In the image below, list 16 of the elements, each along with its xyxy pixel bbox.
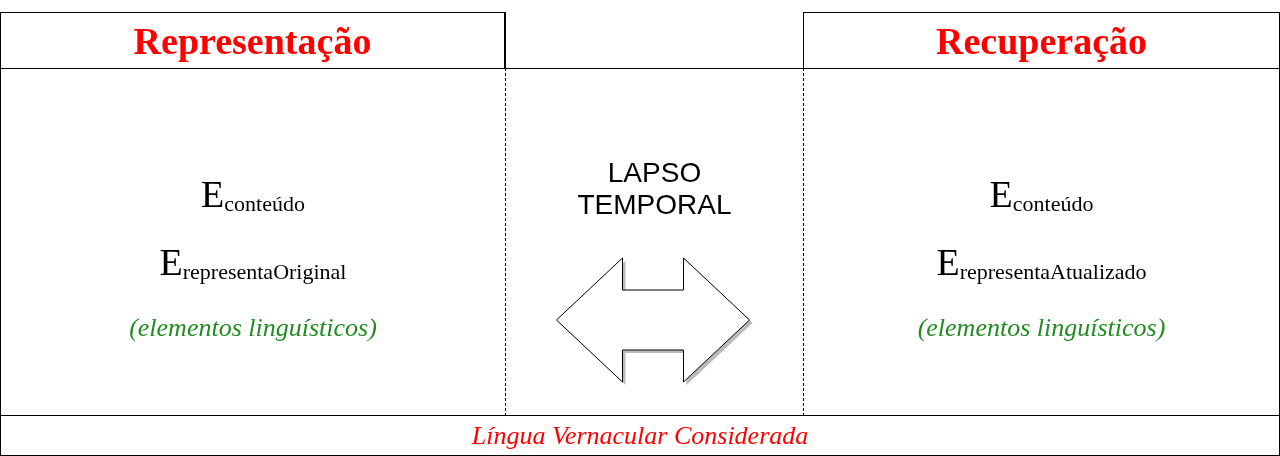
lapse-label: LAPSO TEMPORAL	[576, 157, 733, 222]
footer-text: Língua Vernacular Considerada	[471, 420, 809, 451]
note-text: (elementos linguísticos)	[129, 313, 377, 343]
formula-text: E$_{representaAtualizado}$	[936, 243, 1147, 283]
heading-text: Recuperação	[935, 18, 1147, 63]
heading-text: Representação	[133, 18, 372, 63]
header-cell-panel	[803, 12, 1280, 69]
header-cell-panel	[0, 12, 505, 69]
note-text: (elementos linguísticos)	[917, 313, 1166, 343]
content-panel	[0, 68, 506, 416]
formula-text: E$_{representaOriginal}$	[159, 243, 347, 283]
content-panel	[803, 68, 1280, 416]
formula-text: E$_{conteúdo}$	[989, 175, 1094, 215]
formula-text: E$_{conteúdo}$	[201, 175, 305, 215]
double-block-arrow	[556, 257, 753, 385]
footer-panel	[0, 415, 1280, 456]
